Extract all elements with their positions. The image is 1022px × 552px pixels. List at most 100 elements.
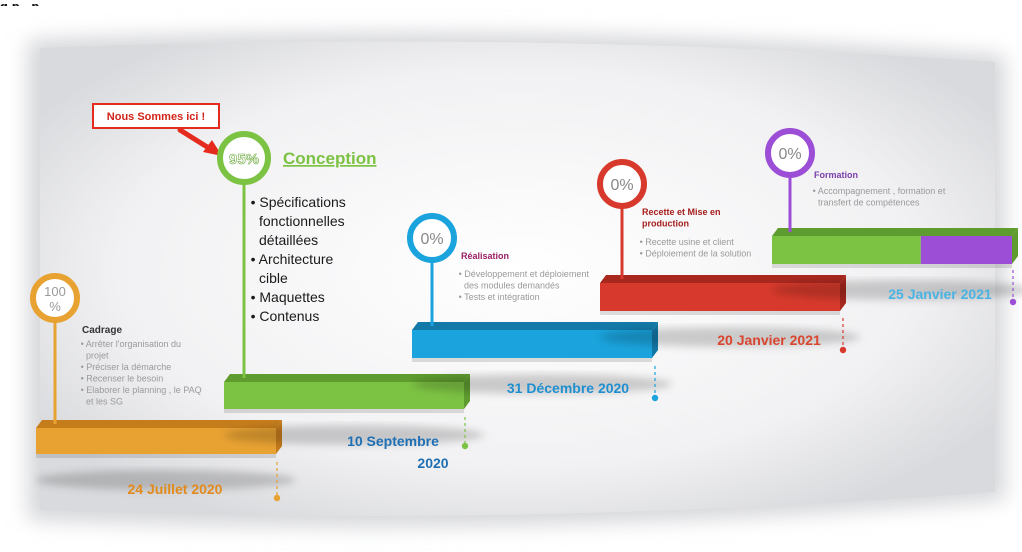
phase-item-line: cible	[259, 270, 288, 286]
phase-ring	[217, 131, 271, 185]
phase-item-line: • Préciser la démarche	[81, 362, 172, 372]
phase-title: Conception	[283, 149, 377, 168]
phase-item: • Elaborer le planning , le PAQ et les SG	[81, 385, 202, 407]
phase-item-line: • Contenus	[251, 308, 320, 324]
phase-date-line: 25 Janvier 2021	[888, 286, 992, 302]
phase-item: • Accompagnement , formation et transfert…	[813, 186, 946, 208]
phase-slab-shadow	[600, 327, 860, 347]
phase-title: Recette et Mise en production	[642, 207, 721, 229]
phase-percent: 95%	[229, 151, 259, 168]
phase-ring	[597, 159, 647, 209]
phase-item: • Tests et intégration	[459, 292, 540, 302]
phase-slab-top	[412, 322, 658, 330]
callout-we-are-here: Nous Sommes ici !	[92, 103, 222, 156]
phase-ring	[30, 273, 80, 323]
phase-item-line: fonctionnelles	[259, 213, 345, 229]
phase-date-line: 31 Décembre 2020	[507, 380, 629, 396]
phase-date-dot	[461, 442, 469, 450]
phase-date-dot	[839, 346, 847, 354]
phase-slab-shadow	[772, 280, 1022, 300]
phase-date-line: 24 Juillet 2020	[128, 481, 223, 497]
phase-date-line: 2020	[417, 455, 448, 471]
phase-cadrage: 100% Cadrage • Arrêter l'organisation du pr…	[30, 273, 296, 502]
phase-title: Cadrage	[82, 325, 122, 336]
phase-slab-top	[600, 275, 846, 283]
phase-percent: 100%	[44, 284, 66, 314]
phase-item: • Recette usine et client	[640, 237, 735, 247]
phase-item-line: • Elaborer le planning , le PAQ	[81, 385, 202, 395]
phase-item-line: • Arrêter l'organisation du	[81, 339, 181, 349]
phase-percent-sign: %	[49, 299, 61, 314]
phase-date: 24 Juillet 2020	[128, 481, 223, 497]
phase-item: • Contenus	[251, 308, 320, 324]
phases: 100% Cadrage • Arrêter l'organisation du pr…	[30, 128, 1022, 502]
phase-title-line: Cadrage	[82, 325, 122, 336]
callout-box	[92, 103, 220, 129]
phase-item-line: • Tests et intégration	[459, 292, 540, 302]
phase-slab-top	[36, 420, 282, 428]
phase-percent: 0%	[610, 177, 633, 194]
phase-item: • Architecture cible	[251, 251, 334, 286]
top-text-strip: g p , p	[0, 0, 1022, 6]
phase-item: • Arrêter l'organisation du projet	[81, 339, 181, 361]
phase-date: 20 Janvier 2021	[717, 332, 821, 348]
phase-item-line: • Architecture	[251, 251, 334, 267]
phase-item-line: • Accompagnement , formation et	[813, 186, 946, 196]
callout-arrowhead	[203, 140, 222, 156]
phase-title-line: Formation	[814, 170, 858, 180]
phase-date: 25 Janvier 2021	[888, 286, 992, 302]
phase-date-line: 20 Janvier 2021	[717, 332, 821, 348]
phase-ring	[407, 213, 457, 263]
phase-slab-top	[772, 228, 1018, 236]
phase-item-line: des modules demandés	[464, 281, 560, 291]
phase-item-line: projet	[86, 351, 109, 361]
callout-label: Nous Sommes ici !	[107, 111, 205, 123]
phase-item: • Spécifications fonctionnelles détaillées	[251, 194, 346, 248]
phase-item-line: • Recette usine et client	[640, 237, 735, 247]
phase-item-line: • Déploiement de la solution	[640, 249, 752, 259]
phase-title-line: Recette et Mise en	[642, 207, 721, 217]
phase-item: • Développement et déploiement des modul…	[459, 269, 592, 291]
phase-slab-edge	[412, 358, 652, 362]
phase-title-line: Réalisation	[461, 251, 509, 261]
phase-percent: 0%	[420, 231, 443, 248]
phase-title: Formation	[814, 170, 858, 180]
phase-item-line: détaillées	[259, 232, 318, 248]
phase-recette: 0% Recette et Mise en production • Recette …	[597, 159, 860, 354]
phase-item-line: • Développement et déploiement	[459, 269, 592, 279]
phase-slab-edge	[600, 311, 840, 315]
phase-item-line: et les SG	[86, 397, 123, 407]
phase-slab-shadow	[412, 374, 672, 394]
phase-slab-side	[1012, 228, 1018, 264]
phase-item: • Préciser la démarche	[81, 362, 172, 372]
phase-item-line: • Maquettes	[251, 289, 325, 305]
phase-slab-shadow	[224, 425, 484, 445]
phase-date-dot	[1009, 298, 1017, 306]
phase-percent: 0%	[778, 146, 801, 163]
phase-title-line: Conception	[283, 149, 377, 168]
phase-slab-edge	[772, 264, 1012, 268]
phase-slab-front	[772, 236, 921, 264]
phase-item: • Déploiement de la solution	[640, 249, 752, 259]
phase-ring	[765, 128, 815, 178]
callout-arrow	[177, 127, 215, 153]
phase-date: 31 Décembre 2020	[507, 380, 629, 396]
phase-title: Réalisation	[461, 251, 509, 261]
phase-slab-top	[224, 374, 470, 382]
phase-item-line: • Recenser le besoin	[81, 374, 164, 384]
phase-formation: 0% Formation • Accompagnement , formation …	[765, 128, 1022, 306]
phase-item-line: transfert de compétences	[818, 198, 920, 208]
phase-item: • Maquettes	[251, 289, 325, 305]
phase-slab-shadow	[36, 470, 296, 490]
phase-slab-front-accent	[920, 236, 1012, 264]
phase-date-line: 10 Septembre	[347, 433, 439, 449]
phase-percent-value: 100	[44, 284, 66, 299]
phase-date-dot	[273, 494, 281, 502]
phase-item-line: • Spécifications	[251, 194, 346, 210]
phase-slab-edge	[36, 454, 276, 458]
phase-item: • Recenser le besoin	[81, 374, 164, 384]
phase-title-line: production	[642, 219, 689, 229]
phase-slab-edge	[224, 409, 464, 413]
phase-date: 10 Septembre 2020	[347, 433, 449, 471]
